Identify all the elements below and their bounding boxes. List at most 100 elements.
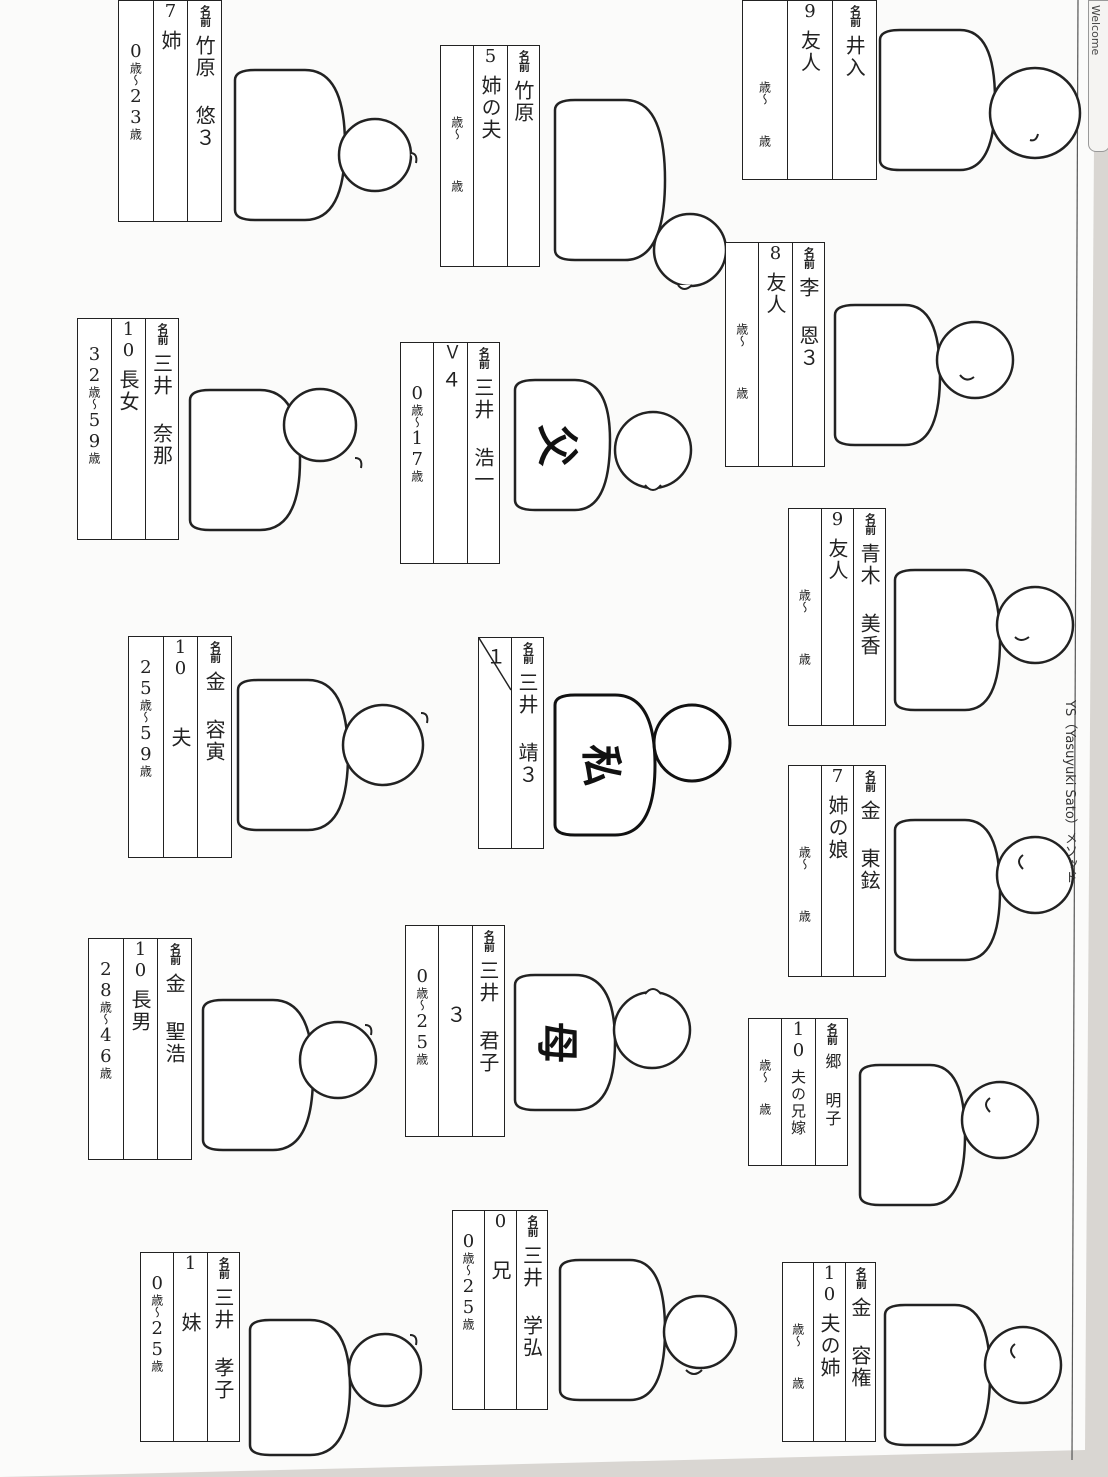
age-range-label: 歳～ <box>414 987 429 1011</box>
person-p14 <box>558 1258 750 1420</box>
age-label: 歳 <box>98 1067 113 1079</box>
person-p2 <box>230 55 430 225</box>
person-silhouette <box>893 818 1075 962</box>
glyph-mother: 母 <box>532 1021 582 1064</box>
name-label: 名前 <box>198 5 212 27</box>
age-label: 歳 <box>797 653 812 665</box>
person-score: 10 <box>170 637 191 679</box>
age-from: 0 <box>458 1231 480 1252</box>
corner-text: Welcome <box>1089 5 1102 56</box>
age-label: 歳 <box>138 765 153 777</box>
age-from: 25 <box>135 657 157 699</box>
age-range-label: 歳～ <box>757 1059 772 1083</box>
person-relation: 兄 <box>488 1260 512 1282</box>
person-score: 10 <box>788 1019 810 1061</box>
person-p12 <box>198 985 388 1152</box>
person-p13 <box>858 1060 1040 1210</box>
age-to: 25 <box>458 1276 480 1318</box>
person-score: 1 <box>180 1253 202 1274</box>
person-name: 三井 君子 <box>475 960 500 1074</box>
age-label: 歳 <box>461 1318 476 1330</box>
person-name: 青木 美香 <box>857 543 882 657</box>
person-name: 三井 孝子 <box>210 1287 235 1401</box>
person-p15 <box>883 1300 1065 1450</box>
age-to: 25 <box>411 1011 433 1053</box>
person-silhouette <box>188 387 363 532</box>
age-range-label: 歳～ <box>734 323 749 347</box>
person-score: 9 <box>799 1 821 22</box>
person-score: 8 <box>765 243 787 264</box>
person-relation: 姉の夫 <box>478 75 503 141</box>
name-label: 名前 <box>482 930 496 952</box>
name-label: 名前 <box>825 1023 839 1045</box>
person-relation: 夫の兄嫁 <box>789 1069 808 1137</box>
person-silhouette <box>513 973 692 1112</box>
person-p9 <box>236 675 429 835</box>
blank-slash <box>478 637 512 691</box>
person-silhouette <box>233 68 418 222</box>
age-range-label: 歳～ <box>138 699 153 723</box>
person-score: 10 <box>130 939 151 981</box>
person-silhouette <box>201 998 378 1152</box>
age-label: 歳 <box>797 910 812 922</box>
person-silhouette <box>883 1303 1063 1447</box>
name-label: 名前 <box>217 1257 231 1279</box>
person-relation: 長女 <box>116 369 140 413</box>
corner-tab: Welcome <box>1088 0 1108 152</box>
person-silhouette <box>236 678 429 832</box>
person-relation: 友人 <box>825 538 850 582</box>
age-range-label: 歳～ <box>449 116 464 140</box>
age-from: 0 <box>146 1273 168 1294</box>
age-range-label: 歳～ <box>790 1323 805 1347</box>
age-range-label: 歳～ <box>128 62 143 86</box>
person-silhouette <box>893 568 1075 712</box>
age-label: 歳 <box>128 128 143 140</box>
person-name: 金 聖浩 <box>162 973 187 1065</box>
person-silhouette <box>248 1318 423 1457</box>
age-to: 59 <box>84 410 105 452</box>
person-silhouette <box>553 98 728 290</box>
age-from: 0 <box>125 41 147 62</box>
person-name: 三井 靖３ <box>515 672 539 786</box>
person-name: 三井 奈那 <box>149 353 174 467</box>
person-relation: 夫の姉 <box>817 1313 841 1379</box>
person-relation: 友人 <box>763 272 788 316</box>
person-score: 9 <box>827 509 849 530</box>
age-to: 59 <box>135 723 157 765</box>
person-p1 <box>850 25 1082 175</box>
age-label: 歳 <box>87 452 101 464</box>
footer-credit: YS（Yasuyuki Sato）メソッド <box>1062 700 1077 884</box>
person-score: 10 <box>118 319 139 361</box>
person-name: 金 容寅 <box>202 671 227 763</box>
age-label: 歳 <box>757 1103 772 1115</box>
name-label: 名前 <box>848 5 862 27</box>
glyph-self: 私 <box>576 744 626 787</box>
person-name: 李 恩３ <box>795 277 820 369</box>
person-p7 <box>893 565 1075 715</box>
age-to: 25 <box>146 1318 168 1360</box>
person-score: 0 <box>490 1211 511 1232</box>
person-score: 7 <box>827 766 849 787</box>
age-range-label: 歳～ <box>757 81 772 105</box>
age-to: 23 <box>125 86 147 128</box>
age-label: 歳 <box>757 135 772 147</box>
age-label: 歳 <box>790 1377 805 1389</box>
person-relation: 姉 <box>158 30 182 52</box>
age-label: 歳 <box>734 387 749 399</box>
age-label: 歳 <box>149 1360 164 1372</box>
name-label: 名前 <box>477 347 491 369</box>
age-range-label: 歳～ <box>797 589 812 613</box>
person-name: 金 容権 <box>847 1297 872 1389</box>
